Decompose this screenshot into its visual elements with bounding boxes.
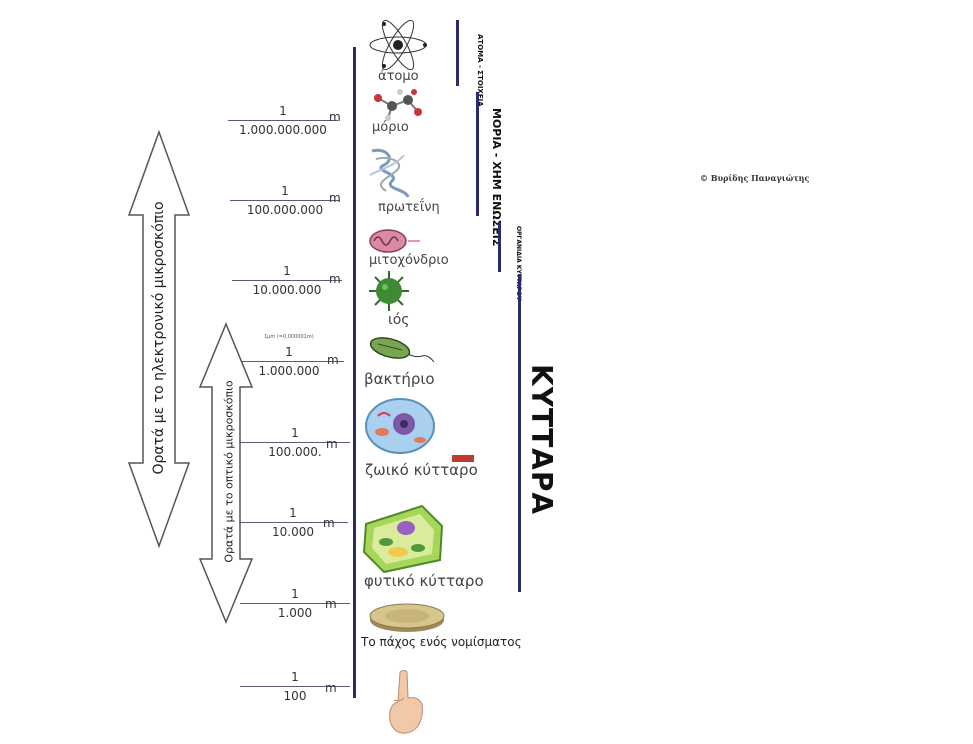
atom-label: άτομο	[378, 69, 419, 84]
atoms-group-label: ΑΤΟΜΑ - ΣΤΟΙΧΕΙΑ	[476, 34, 484, 107]
unit-m: m	[327, 353, 339, 367]
unit-m: m	[329, 191, 341, 205]
coin-icon	[369, 603, 445, 632]
electron-microscope-label: Ορατά με το ηλεκτρονικό μικροσκόπιο	[151, 201, 167, 475]
mitochondrion-icon	[369, 229, 420, 253]
finger-icon	[389, 670, 423, 734]
animal-cell-label: ζωικό κύτταρο	[365, 461, 478, 479]
plant-cell-label: φυτικό κύτταρο	[364, 572, 484, 590]
micrometer-note: 1μm (=0,000001m)	[264, 334, 314, 340]
mitochondrion-label: μιτοχόνδριο	[369, 253, 449, 268]
protein-label: πρωτεΐνη	[378, 200, 440, 215]
atom-icon	[369, 20, 427, 70]
virus-label: ιός	[388, 312, 410, 328]
atoms-bracket	[456, 20, 459, 86]
plant-cell-icon	[362, 504, 444, 574]
molecule-label: μόριο	[372, 120, 409, 135]
cells-group-label: ΚΥΤΤΑΡΑ	[525, 364, 558, 516]
unit-m: m	[325, 681, 337, 695]
optical-microscope-label: Ορατά με το οπτικό μικροσκόπιο	[222, 380, 236, 563]
coin-label: Το πάχος ενός νομίσματος	[361, 635, 522, 649]
unit-m: m	[325, 597, 337, 611]
unit-m: m	[323, 516, 335, 530]
molecules-group-label: ΜΟΡΙΑ - ΧΗΜ ΕΝΩΣΕΙΣ	[490, 108, 503, 247]
credit-text: © Βυρίδης Παναγιώτης	[700, 173, 810, 183]
unit-m: m	[329, 272, 341, 286]
scale-axis	[353, 47, 356, 698]
protein-icon	[369, 148, 410, 198]
cells-bracket	[518, 274, 521, 592]
electron-microscope-arrow	[127, 130, 191, 548]
organelles-bracket	[498, 222, 501, 272]
molecule-icon	[374, 89, 422, 121]
bacterium-icon	[369, 337, 435, 363]
optical-microscope-arrow	[198, 322, 254, 624]
unit-m: m	[329, 110, 341, 124]
organelles-group-label: ΟΡΓΑΝΙΔΙΑ ΚΥΤΤΑΡΟΥ	[515, 226, 522, 301]
unit-m: m	[326, 437, 338, 451]
molecules-bracket	[476, 92, 479, 216]
virus-icon	[369, 271, 409, 311]
marker-icon	[452, 455, 474, 462]
animal-cell-icon	[365, 398, 435, 454]
bacterium-label: βακτήριο	[364, 370, 435, 388]
